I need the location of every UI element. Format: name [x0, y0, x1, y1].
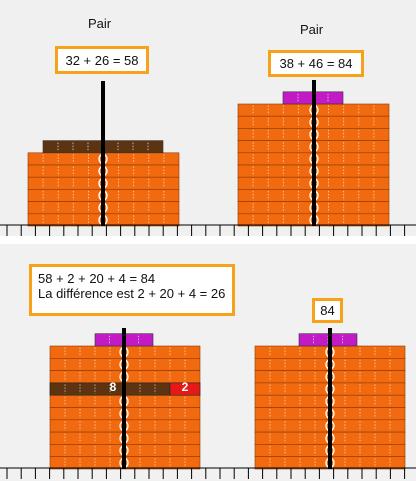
explanation-box: 58 + 2 + 20 + 4 = 84 La différence est 2… — [29, 264, 235, 316]
right-stack-bottom — [254, 328, 408, 470]
red-bar — [169, 382, 201, 396]
result-value: 84 — [320, 303, 335, 318]
left-stack-top — [27, 81, 181, 227]
top-panel: Pair Pair 32 + 26 = 58 38 + 46 = 84 — [0, 0, 416, 236]
post — [328, 328, 332, 469]
post — [122, 328, 126, 469]
explanation-line-2: La différence est 2 + 20 + 4 = 26 — [38, 286, 226, 301]
right-stack-top — [237, 80, 391, 227]
post — [312, 80, 316, 226]
right-title: Pair — [300, 22, 324, 37]
ruler-top — [0, 224, 416, 236]
left-equation: 32 + 26 = 58 — [65, 52, 139, 68]
ruler-bottom — [0, 467, 416, 479]
explanation-line-1: 58 + 2 + 20 + 4 = 84 — [38, 271, 156, 286]
right-equation: 38 + 46 = 84 — [279, 56, 353, 71]
bottom-panel: 58 + 2 + 20 + 4 = 84 La différence est 2… — [0, 244, 416, 481]
right-equation-box: 38 + 46 = 84 — [268, 50, 364, 77]
left-equation-box: 32 + 26 = 58 — [55, 46, 149, 74]
bar-label-two: 2 — [182, 380, 189, 394]
post — [101, 81, 105, 226]
left-title: Pair — [88, 16, 112, 31]
bar-label-eight: 8 — [110, 380, 117, 394]
result-box: 84 — [312, 298, 343, 323]
